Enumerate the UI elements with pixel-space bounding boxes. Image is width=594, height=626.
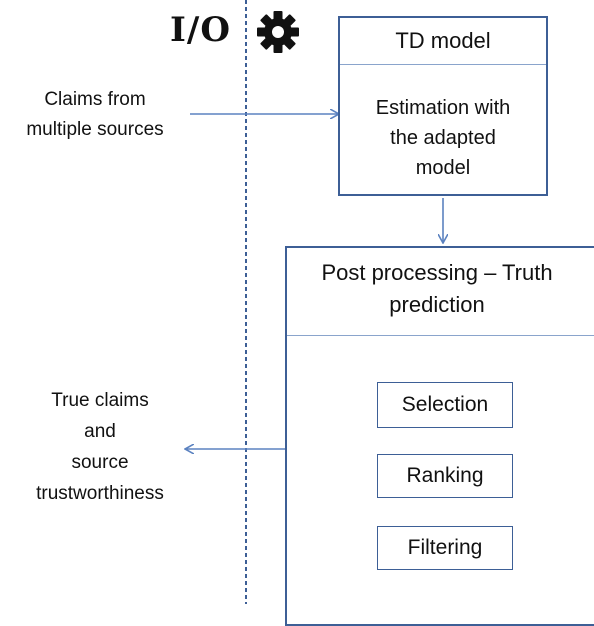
td-model-title: TD model [340,18,546,65]
output-line-3: source [71,452,129,473]
td-model-body-line-1: Estimation with [375,97,511,119]
input-claims-line-1: Claims from [44,89,146,110]
td-model-body-line-3: model [415,157,471,179]
output-line-1: True claims [51,390,149,411]
td-model-box: TD model Estimation with the adapted mod… [338,16,548,196]
step-selection-box: Selection [377,382,513,428]
post-processing-title-line-1: Post processing – Truth [321,260,553,285]
output-line-2: and [84,421,116,442]
output-line-4: trustworthiness [36,483,164,504]
step-filtering-box: Filtering [377,526,513,570]
gear-icon [257,11,299,53]
input-claims-line-2: multiple sources [26,119,164,140]
output-results-text: True claims and source trustworthiness [0,385,200,509]
post-processing-title: Post processing – Truth prediction [287,248,594,336]
td-model-body-line-2: the adapted [390,127,496,149]
post-processing-title-line-2: prediction [389,292,485,317]
td-model-body: Estimation with the adapted model [340,93,546,183]
io-label: I/O [170,10,231,50]
post-processing-box: Post processing – Truth prediction [285,246,594,626]
step-ranking-box: Ranking [377,454,513,498]
input-claims-text: Claims from multiple sources [0,85,190,145]
